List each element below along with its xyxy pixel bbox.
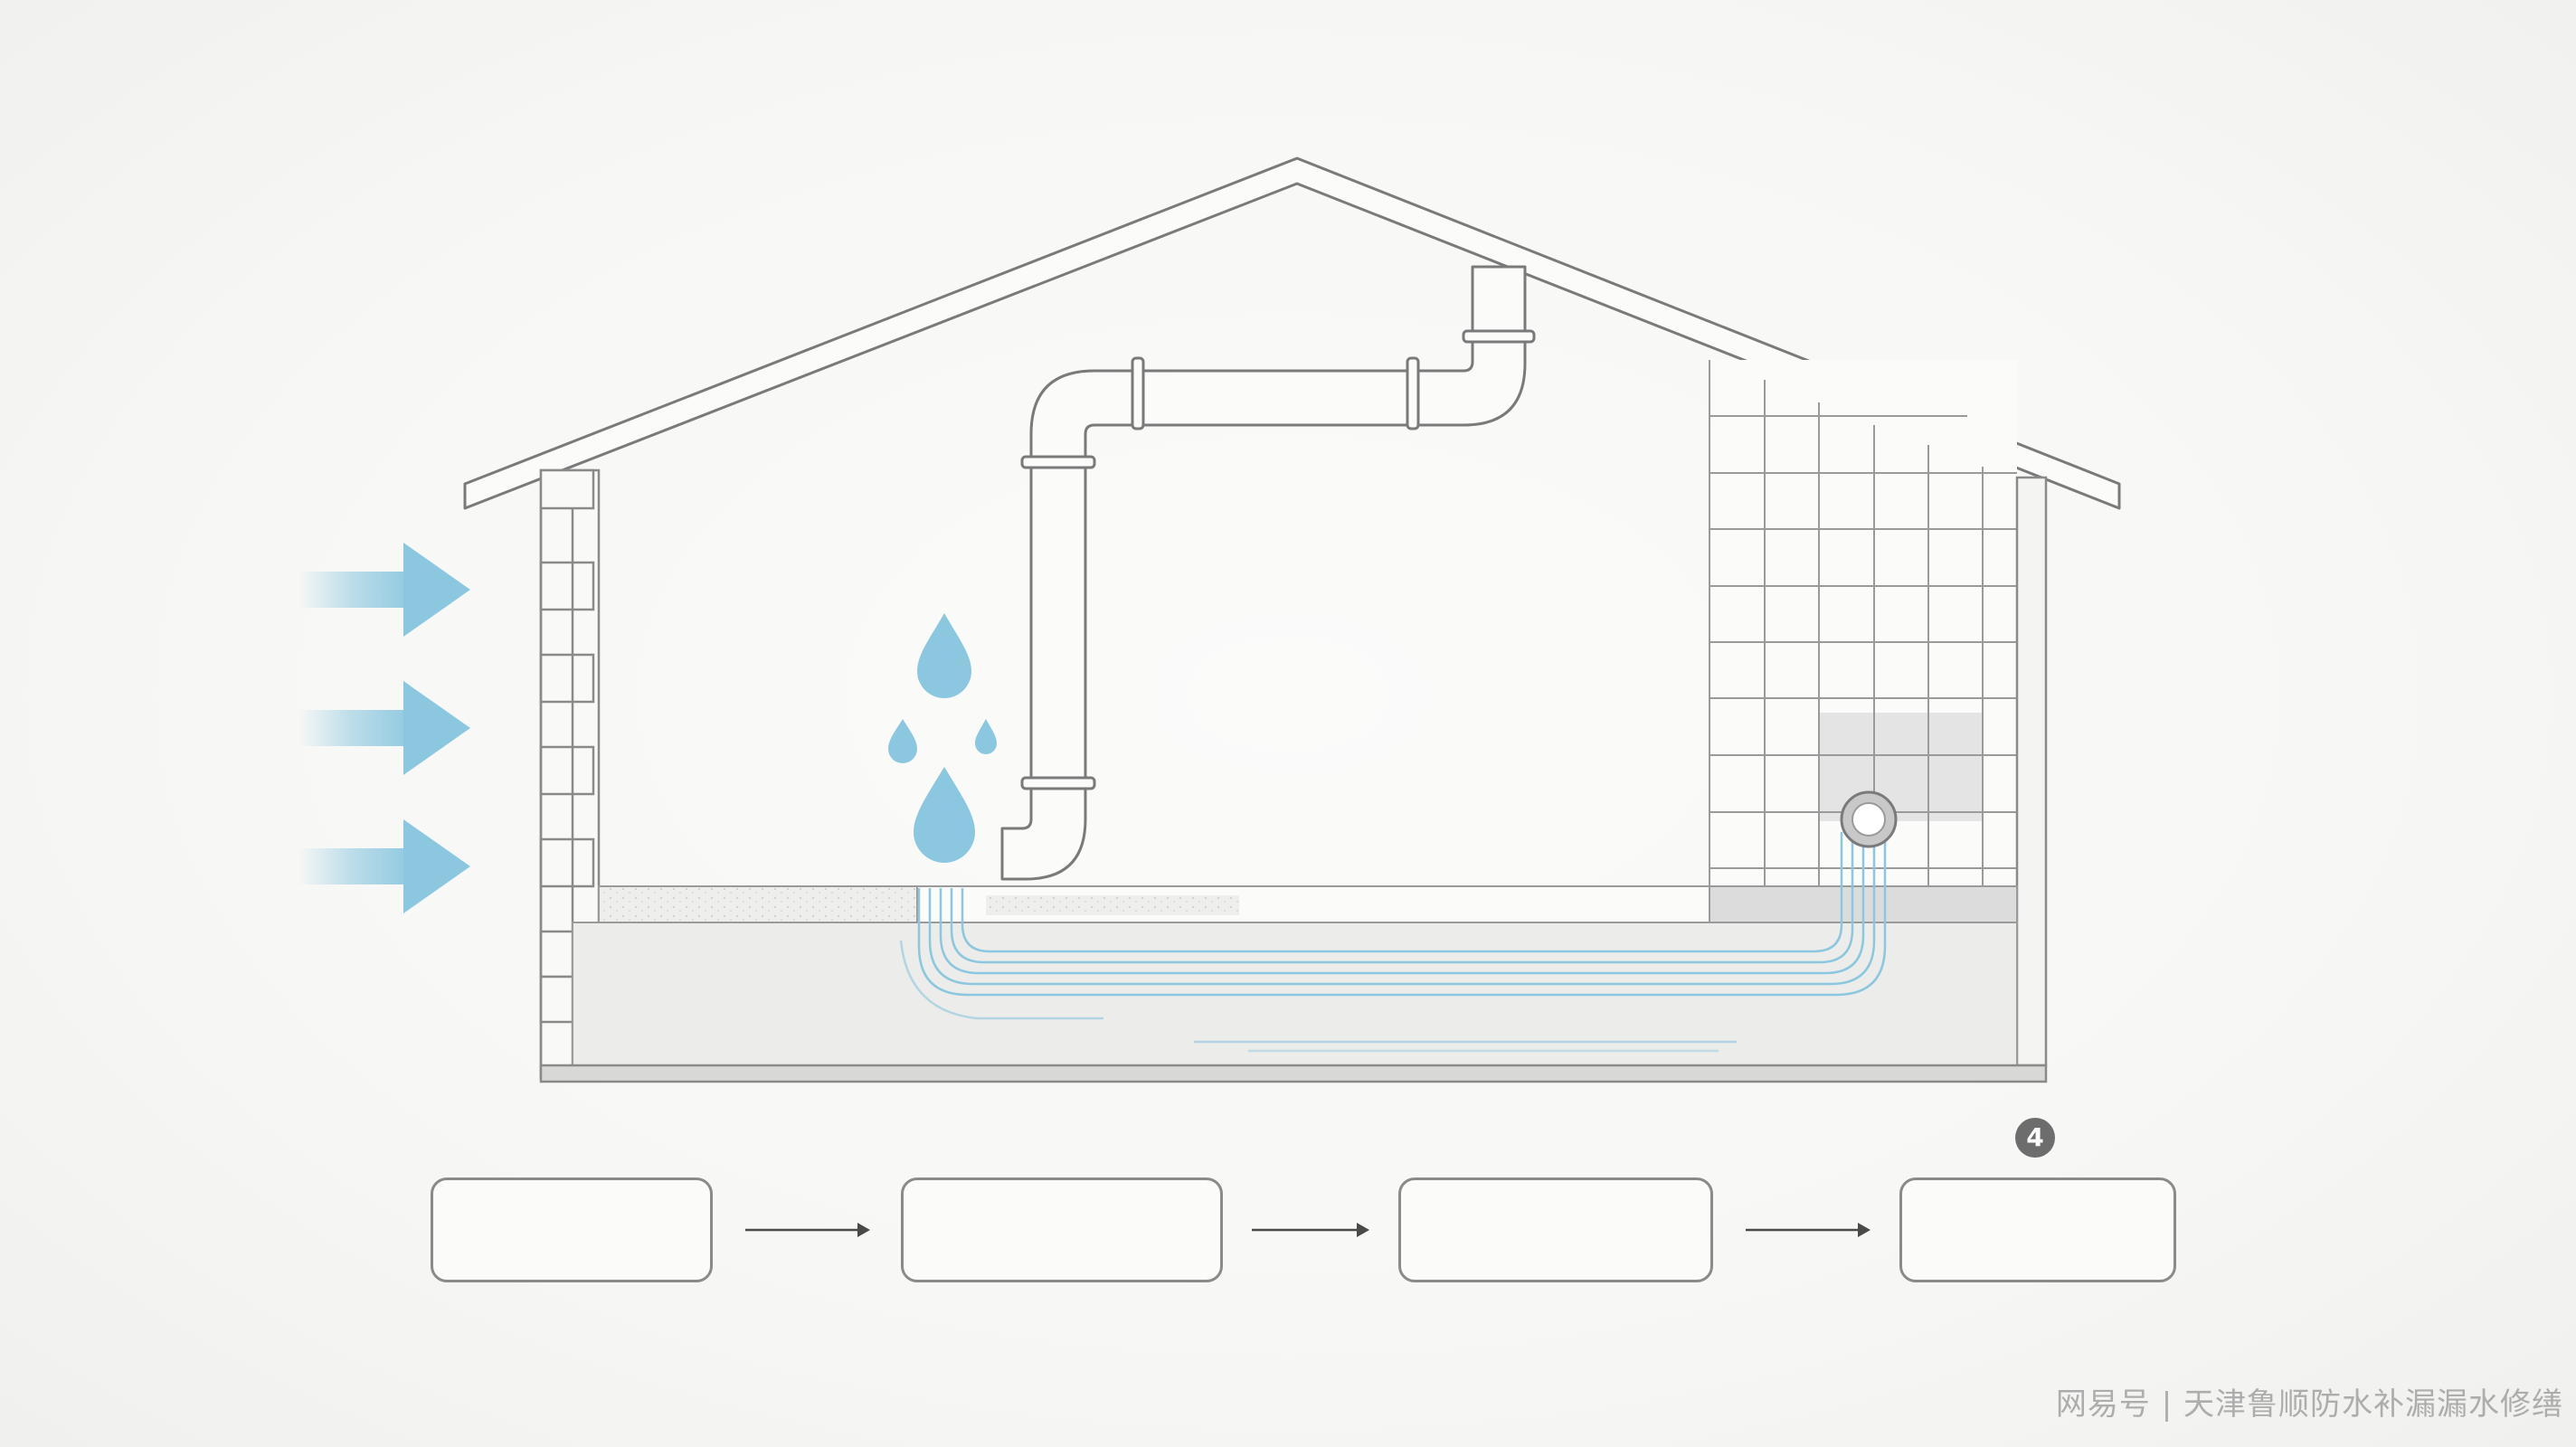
damp-stain [1819,713,1982,821]
flow-step-box-1 [431,1177,713,1282]
water-drop-3 [975,719,997,754]
water-drop-1 [917,613,971,698]
water-drop-2 [888,719,917,763]
flow-arrow-3 [1746,1223,1870,1237]
water-arrow-3 [298,819,470,913]
flow-arrow-1 [745,1223,870,1237]
foundation-base [539,1064,2048,1083]
water-arrow-2 [298,681,470,775]
water-drop-4 [914,767,975,863]
seepage-path [899,832,1887,1053]
flow-connectors [745,1223,1870,1237]
flow-step-box-4 [1899,1177,2176,1282]
flow-step-box-3 [1398,1177,1713,1282]
water-drops [888,613,997,863]
floor-drain [1840,790,1898,848]
flow-arrow-2 [1252,1223,1369,1237]
floor-screed-left [598,885,918,923]
step-number-badge: 4 [2015,1118,2055,1158]
roof [463,156,2121,510]
flow-step-box-2 [901,1177,1223,1282]
water-arrow-1 [298,543,470,637]
incoming-water-arrows [298,543,470,913]
drain-pipe [1000,265,1536,881]
watermark-text: 网易号 | 天津鲁顺防水补漏漏水修缮 [2055,1386,2563,1423]
floor-screed-mid [986,895,1239,915]
